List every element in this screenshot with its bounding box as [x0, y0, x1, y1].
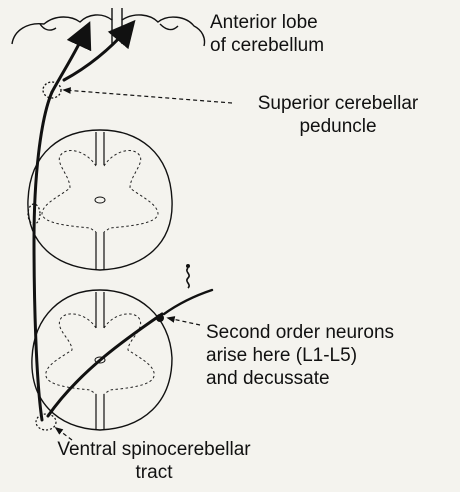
anterior-lobe-line-1: Anterior lobe [210, 11, 324, 34]
ventral-spinocerebellar-tract-path [34, 24, 212, 420]
second-order-neurons-label: Second order neurons arise here (L1-L5) … [206, 321, 394, 390]
second-order-neuron-body [156, 314, 164, 322]
second-order-line-1: Second order neurons [206, 321, 394, 344]
second-order-line-2: arise here (L1-L5) [206, 344, 394, 367]
receptor-squiggle [187, 268, 189, 288]
ventral-tract-label: Ventral spinocerebellar tract [38, 438, 270, 484]
second-order-line-3: and decussate [206, 367, 394, 390]
superior-peduncle-line-2: peduncle [238, 115, 438, 138]
cerebellum-outline [12, 8, 205, 46]
superior-peduncle-label: Superior cerebellar peduncle [238, 92, 438, 138]
ventral-tract-line-1: Ventral spinocerebellar [38, 438, 270, 461]
anterior-lobe-line-2: of cerebellum [210, 34, 324, 57]
spinal-cord-section-middle [28, 130, 172, 270]
receptor-ending [186, 264, 190, 268]
superior-peduncle-line-1: Superior cerebellar [238, 92, 438, 115]
ventral-tract-line-2: tract [38, 461, 270, 484]
anterior-lobe-label: Anterior lobe of cerebellum [210, 11, 324, 57]
